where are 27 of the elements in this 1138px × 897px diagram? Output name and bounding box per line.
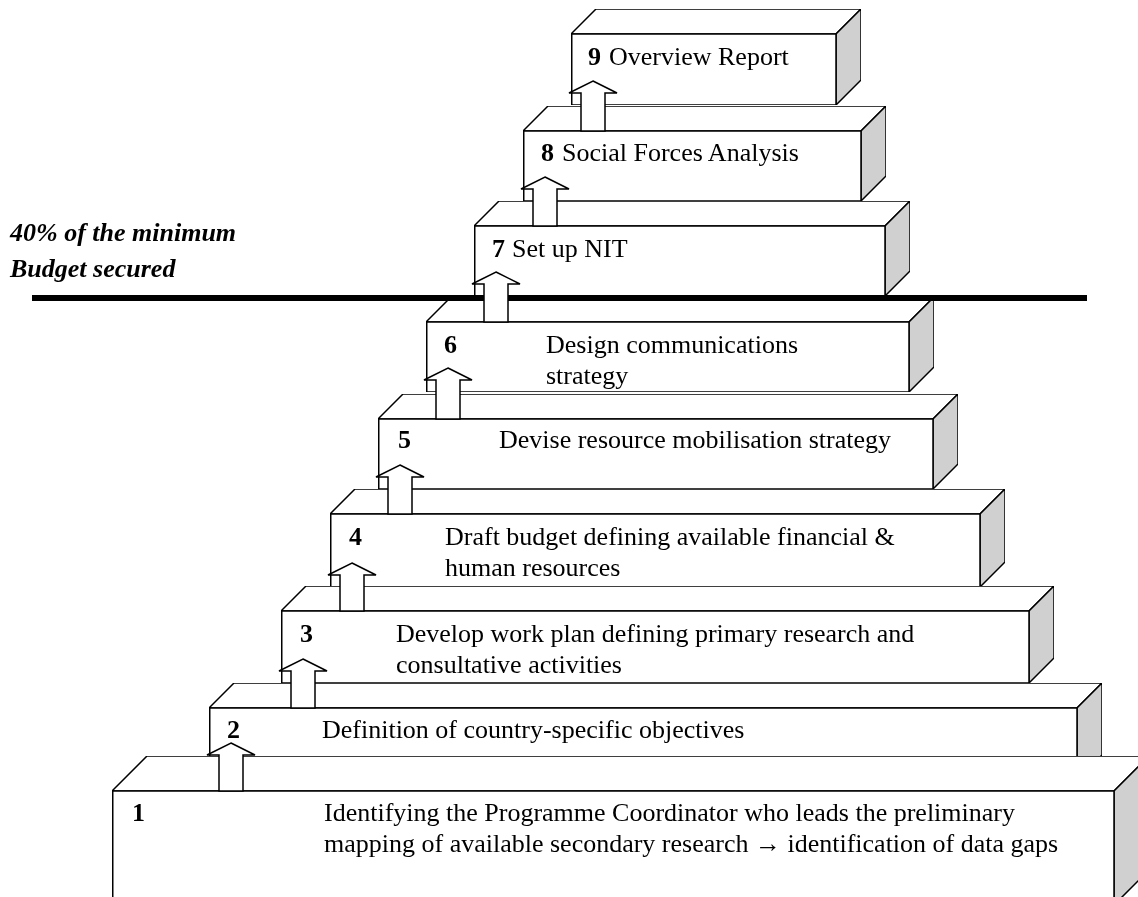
step-text: Design communications strategy [546,329,799,391]
step-text: Social Forces Analysis [562,137,800,168]
step-text: Devise resource mobilisation strategy [499,424,893,455]
step-text: Overview Report [609,41,790,72]
block-arrow [327,562,377,612]
block-arrow [206,742,256,792]
block-arrow [375,464,425,515]
step-text: Develop work plan defining primary research and consultative activities [396,618,916,680]
step-number: 4 [349,521,362,552]
block-arrow [568,80,618,132]
step-number: 7 [492,233,505,264]
block-arrow [278,658,328,709]
step-number: 1 [132,797,145,828]
step-number: 5 [398,424,411,455]
step-number: 6 [444,329,457,360]
step-number: 3 [300,618,313,649]
block-arrow [471,271,521,323]
block-arrow [520,176,570,227]
step-text: Identifying the Programme Coordinator who leads the preliminary mapping of available secondary research → identification of data gaps [324,797,1060,859]
step-number: 8 [541,137,554,168]
step-number: 2 [227,714,240,745]
block-arrow [423,367,473,420]
step-text: Set up NIT [512,233,629,264]
threshold-label: 40% of the minimum Budget secured [10,217,238,285]
step-text: Draft budget defining available financial & human resources [445,521,896,583]
step-number: 9 [588,41,601,72]
step-text: Definition of country-specific objectives [322,714,746,745]
